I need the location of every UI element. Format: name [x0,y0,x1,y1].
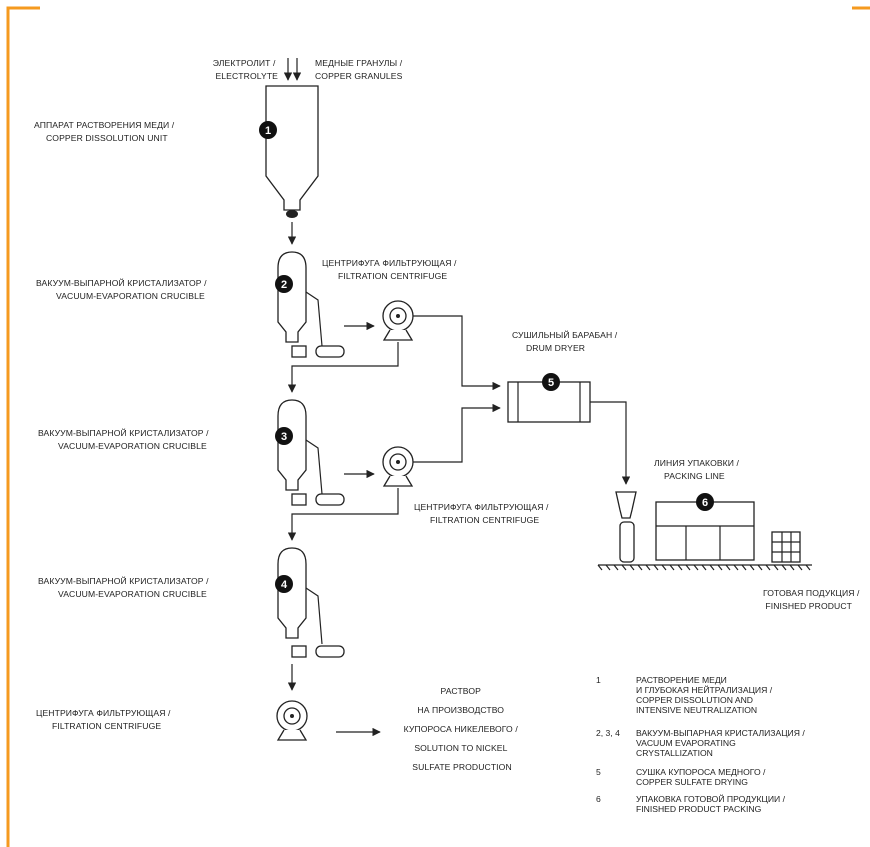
step-6-marker [696,493,714,511]
centrifuge-2-label: ЦЕНТРИФУГА ФИЛЬТРУЮЩАЯ / FILTRATION CENT… [414,502,551,525]
legend-text-1: РАСТВОРЕНИЕ МЕДИ И ГЛУБОКАЯ НЕЙТРАЛИЗАЦИ… [636,675,774,715]
flow-arrow-c2-to-dryer [413,403,501,463]
input-arrows [283,58,302,81]
flow-arrow-dryer-to-packing [590,401,631,485]
legend-text-4: УПАКОВКА ГОТОВОЙ ПРОДУКЦИИ / FINISHED PR… [636,793,787,814]
legend-key-4: 6 [596,794,601,804]
finished-product-label: ГОТОВАЯ ПОДУКЦИЯ / FINISHED PRODUCT [763,588,862,611]
step-3-number: 3 [281,431,287,443]
frame-left-bracket [6,6,40,847]
centrifuge-1-label: ЦЕНТРИФУГА ФИЛЬТРУЮЩАЯ / FILTRATION CENT… [322,258,459,281]
legend-text-3: СУШКА КУПОРОСА МЕДНОГО / COPPER SULFATE … [636,767,768,787]
legend-key-2: 2, 3, 4 [596,728,620,738]
filtration-centrifuge-2 [382,446,414,487]
step-4-marker [275,575,293,593]
crystallizer-3 [277,399,345,506]
step-2-label: ВАКУУМ-ВЫПАРНОЙ КРИСТАЛИЗАТОР / VACUUM-E… [36,277,209,301]
filtration-centrifuge-3 [276,700,308,741]
input-copper-granules-label: МЕДНЫЕ ГРАНУЛЫ / COPPER GRANULES [315,58,405,81]
flow-arrow-c1-to-dryer [413,315,501,391]
step-2-number: 2 [281,279,287,291]
step-6-number: 6 [702,497,708,509]
legend-text-2: ВАКУУМ-ВЫПАРНАЯ КРИСТАЛИЗАЦИЯ / VACUUM E… [636,728,807,758]
step-2-marker [275,275,293,293]
step-1-marker [259,121,277,139]
flow-arrow-c2-to-4 [287,488,399,541]
step-4-number: 4 [281,579,288,591]
legend: 1 РАСТВОРЕНИЕ МЕДИ И ГЛУБОКАЯ НЕЙТРАЛИЗА… [596,675,807,814]
step-1-number: 1 [265,125,271,137]
step-3-label: ВАКУУМ-ВЫПАРНОЙ КРИСТАЛИЗАТОР / VACUUM-E… [38,427,211,451]
solution-output-label: РАСТВОР НА ПРОИЗВОДСТВО КУПОРОСА НИКЕЛЕВ… [404,686,521,772]
filtration-centrifuge-1 [382,300,414,341]
step-5-number: 5 [548,377,554,389]
legend-key-3: 5 [596,767,601,777]
step-6-label: ЛИНИЯ УПАКОВКИ / PACKING LINE [654,458,742,481]
step-1-label: АППАРАТ РАСТВОРЕНИЯ МЕДИ / COPPER DISSOL… [34,120,177,143]
flow-arrow-c1-to-3 [287,342,399,393]
centrifuge-3-label: ЦЕНТРИФУГА ФИЛЬТРУЮЩАЯ / FILTRATION CENT… [36,708,173,731]
input-electrolyte-label: ЭЛЕКТРОЛИТ / ELECTROLYTE [213,58,278,81]
legend-key-1: 1 [596,675,601,685]
crystallizer-2 [277,251,345,358]
packing-line [597,491,812,571]
step-3-marker [275,427,293,445]
copper-dissolution-unit [265,85,319,218]
step-5-label: СУШИЛЬНЫЙ БАРАБАН / DRUM DRYER [512,329,620,353]
crystallizer-4 [277,547,345,658]
step-5-marker [542,373,560,391]
step-4-label: ВАКУУМ-ВЫПАРНОЙ КРИСТАЛИЗАТОР / VACUUM-E… [38,575,211,599]
frame [6,6,870,847]
